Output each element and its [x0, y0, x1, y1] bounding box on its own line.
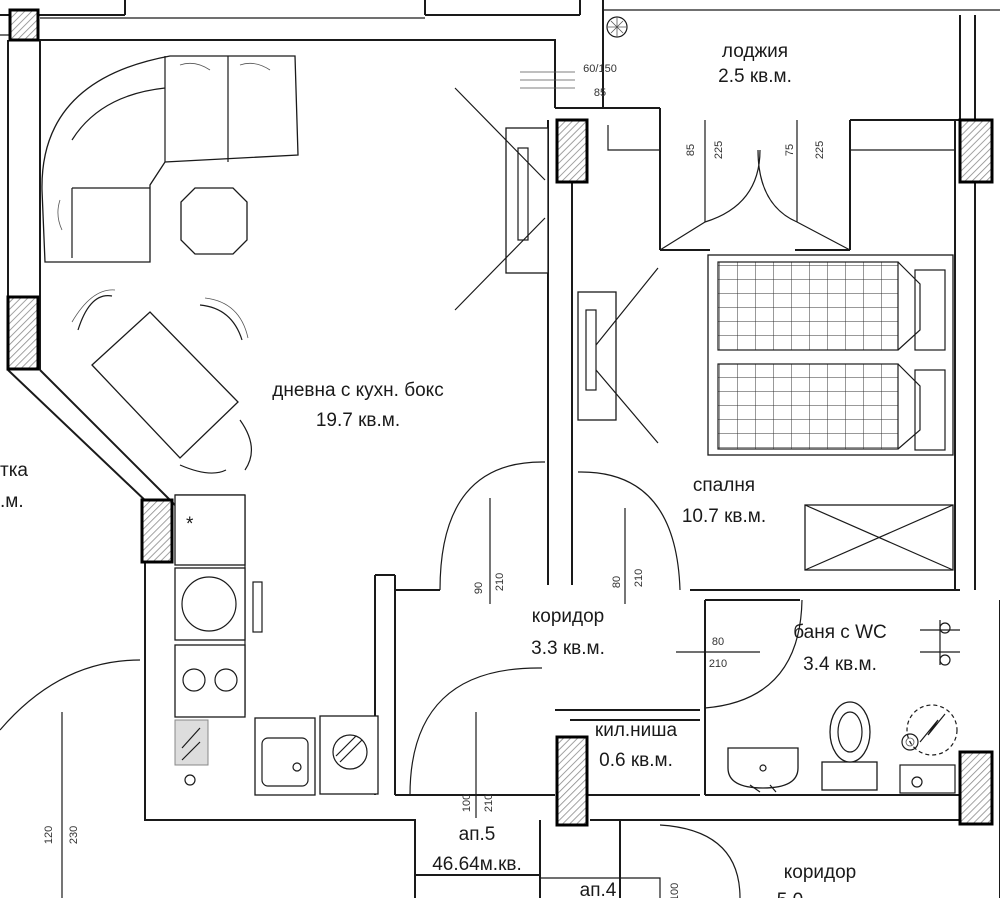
- bedroom-door-height: 210: [633, 569, 645, 587]
- terrace-door-height: 230: [68, 826, 80, 844]
- storage-name: кил.ниша: [595, 720, 678, 741]
- kitchen-unit: *: [174, 494, 379, 796]
- bathroom-name: баня с WC: [793, 622, 887, 643]
- bed: [707, 254, 954, 456]
- bath-door-height: 210: [709, 658, 727, 670]
- bedroom-area: 10.7 кв.м.: [682, 506, 766, 527]
- bathroom-fixtures: [727, 620, 960, 794]
- living-door-width: 90: [473, 582, 485, 594]
- doors: [0, 120, 851, 898]
- ap5-area: 46.64м.кв.: [432, 854, 522, 875]
- window-top-width: 60/150: [583, 63, 617, 75]
- terrace-name: тка: [0, 460, 28, 481]
- window-top-height: 85: [594, 87, 606, 99]
- dining-table: [71, 289, 252, 474]
- wardrobe: [804, 504, 954, 571]
- living-area: 19.7 кв.м.: [316, 410, 400, 431]
- bedroom-name: спалня: [693, 475, 755, 496]
- loggia-name: лоджия: [722, 41, 788, 62]
- ap4-door-width: 100: [669, 883, 681, 898]
- tv-units: [454, 87, 659, 444]
- bedroom-door-width: 80: [611, 576, 623, 588]
- ap4-name: ап.4: [580, 880, 617, 898]
- columns: [6, 8, 994, 827]
- coffee-table: [180, 187, 248, 255]
- corridor-common-area: 5.0: [777, 890, 803, 898]
- ap5-name: ап.5: [459, 824, 496, 845]
- terrace-area: .м.: [0, 491, 24, 512]
- loggia-door-left-a: 85: [685, 144, 697, 156]
- loggia-area: 2.5 кв.м.: [718, 66, 792, 87]
- corridor-area: 3.3 кв.м.: [531, 638, 605, 659]
- fridge-symbol: *: [186, 514, 194, 535]
- corridor-name: коридор: [532, 606, 605, 627]
- living-door-height: 210: [494, 573, 506, 591]
- corridor-common-name: коридор: [784, 862, 857, 883]
- storage-area: 0.6 кв.м.: [599, 750, 673, 771]
- loggia-door-right-a: 75: [784, 144, 796, 156]
- room-labels: лоджия 2.5 кв.м. дневна с кухн. бокс 19.…: [0, 41, 887, 898]
- bathroom-area: 3.4 кв.м.: [803, 654, 877, 675]
- windows: [520, 71, 955, 151]
- entrance-door-height: 210: [483, 794, 495, 812]
- sofa-sectional: [41, 55, 299, 263]
- living-name: дневна с кухн. бокс: [272, 380, 443, 401]
- dimension-labels: 60/150 85 85 225 75 225 90 210 80 210 80…: [43, 63, 826, 898]
- entrance-door-width: 100: [461, 794, 473, 812]
- ventilation-symbol: [606, 16, 628, 38]
- loggia-door-left-b: 225: [713, 141, 725, 159]
- terrace-door-width: 120: [43, 826, 55, 844]
- bath-door-width: 80: [712, 636, 724, 648]
- loggia-door-right-b: 225: [814, 141, 826, 159]
